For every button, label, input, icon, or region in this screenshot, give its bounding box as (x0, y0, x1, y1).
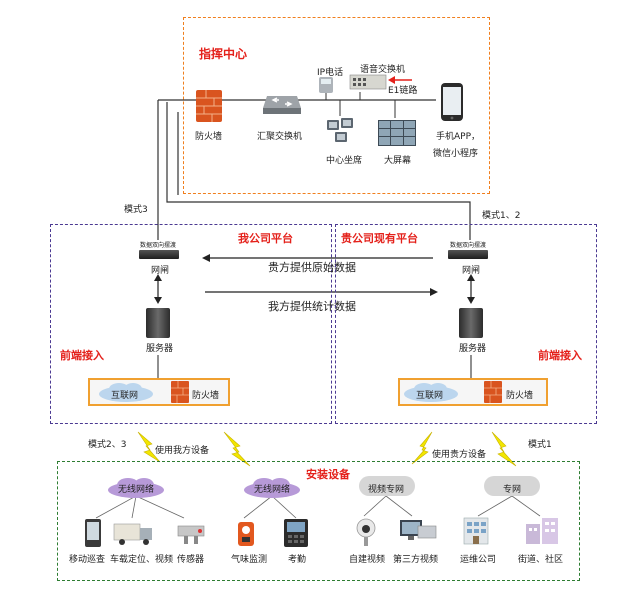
mode1-label: 模式1 (528, 440, 552, 450)
their-internet-label: 互联网 (416, 391, 444, 401)
our-firewall-icon (171, 381, 189, 403)
raw-data-head (202, 254, 210, 262)
seats-icon (327, 118, 353, 142)
install-title: 安装设备 (306, 468, 350, 481)
ops-company-icon (463, 517, 489, 545)
big-screen-icon (378, 120, 416, 146)
private-net-pill (484, 476, 540, 496)
patrol-device-icon (85, 519, 101, 547)
firewall-icon (196, 90, 222, 122)
mode12-route (166, 102, 471, 240)
wireless1-cloud-icon (108, 478, 164, 498)
seats-label: 中心坐席 (326, 156, 363, 166)
our-server-icon (146, 308, 170, 338)
app-label-line2: 微信小程序 (433, 149, 479, 159)
their-platform-box (335, 224, 597, 424)
video-net-fanout (363, 495, 413, 517)
our-gw-server-head-bottom (154, 297, 162, 304)
patrol-label: 移动巡查 (69, 555, 106, 565)
switch-label: 汇聚交换机 (257, 132, 303, 142)
own-video-camera-icon (356, 518, 376, 546)
their-gw-server-head-top (467, 274, 475, 281)
e1-arrow-head (388, 76, 395, 84)
their-firewall-label: 防火墙 (506, 391, 534, 401)
command-center-box (183, 17, 490, 194)
our-gateway-icon (139, 250, 179, 259)
their-server-label: 服务器 (459, 344, 487, 354)
voice-switch-icon (349, 74, 387, 90)
wireless2-cloud-icon (244, 478, 300, 498)
their-gw-server-head-bottom (467, 297, 475, 304)
wireless2-label: 无线网络 (254, 485, 291, 495)
stats-data-head (430, 288, 438, 296)
vehicle-icon (113, 523, 152, 545)
video-net-pill (359, 476, 415, 496)
our-gateway-caption: 数据双向摆渡 (140, 242, 177, 249)
mode3-label: 模式3 (124, 205, 148, 215)
their-platform-title: 贵公司现有平台 (341, 232, 418, 245)
use-ours-label: 使用我方设备 (155, 446, 210, 456)
wireless1-fanout (95, 495, 185, 519)
bolt-mode23 (137, 431, 161, 463)
use-theirs-label: 使用贵方设备 (432, 450, 487, 460)
our-gateway-label: 网闸 (151, 266, 170, 276)
e1-link-label: E1链路 (388, 86, 418, 96)
bolt-ours-right (223, 431, 251, 467)
command-center-title: 指挥中心 (199, 47, 248, 61)
stats-data-label: 我方提供统计数据 (268, 300, 356, 313)
their-gateway-icon (448, 250, 488, 259)
our-platform-title: 我公司平台 (238, 232, 293, 245)
private-net-label: 专网 (503, 485, 522, 495)
third-video-label: 第三方视频 (393, 555, 439, 565)
street-community-icon (526, 518, 558, 544)
sensor-label: 传感器 (177, 555, 205, 565)
voice-switch-label: 语音交换机 (360, 65, 406, 75)
our-server-label: 服务器 (146, 344, 174, 354)
bolt-video (411, 431, 433, 465)
our-internet-cloud-icon (99, 383, 153, 402)
our-firewall-label: 防火墙 (192, 391, 220, 401)
their-gateway-label: 网闸 (462, 266, 481, 276)
private-net-fanout (477, 495, 541, 517)
firewall-label: 防火墙 (195, 132, 223, 142)
our-internet-label: 互联网 (111, 391, 139, 401)
ip-phone-label: IP电话 (317, 68, 344, 78)
install-box (57, 461, 580, 581)
their-server-icon (459, 308, 483, 338)
own-video-label: 自建视频 (349, 555, 386, 565)
bolt-mode1 (491, 431, 517, 467)
big-screen-label: 大屏幕 (384, 156, 412, 166)
their-front-end-label: 前端接入 (538, 349, 582, 362)
wireless2-fanout (243, 495, 297, 519)
raw-data-label: 贵方提供原始数据 (268, 261, 356, 274)
mode12-label: 模式1、2 (482, 211, 521, 221)
our-platform-box (50, 224, 332, 424)
wireless1-label: 无线网络 (118, 485, 155, 495)
switch-icon (263, 96, 301, 114)
sensor-icon (177, 525, 205, 544)
our-gw-server-head-top (154, 274, 162, 281)
gas-detector-icon (238, 522, 254, 546)
attendance-terminal-icon (284, 519, 308, 547)
video-net-label: 视频专网 (368, 485, 405, 495)
attendance-label: 考勤 (288, 555, 307, 565)
gas-label: 气味监测 (231, 555, 268, 565)
mode23-label: 模式2、3 (88, 440, 127, 450)
ops-label: 运维公司 (460, 555, 497, 565)
vehicle-label: 车载定位、视频 (110, 555, 174, 565)
their-gateway-caption: 数据双向摆渡 (450, 242, 487, 249)
third-party-video-icon (400, 520, 437, 540)
mobile-phone-icon (441, 83, 463, 121)
ip-phone-icon (319, 77, 333, 93)
their-internet-cloud-icon (404, 383, 458, 402)
street-label: 街道、社区 (518, 555, 564, 565)
app-label-line1: 手机APP， (436, 132, 481, 142)
our-front-end-label: 前端接入 (60, 349, 104, 362)
their-firewall-icon (484, 381, 502, 403)
